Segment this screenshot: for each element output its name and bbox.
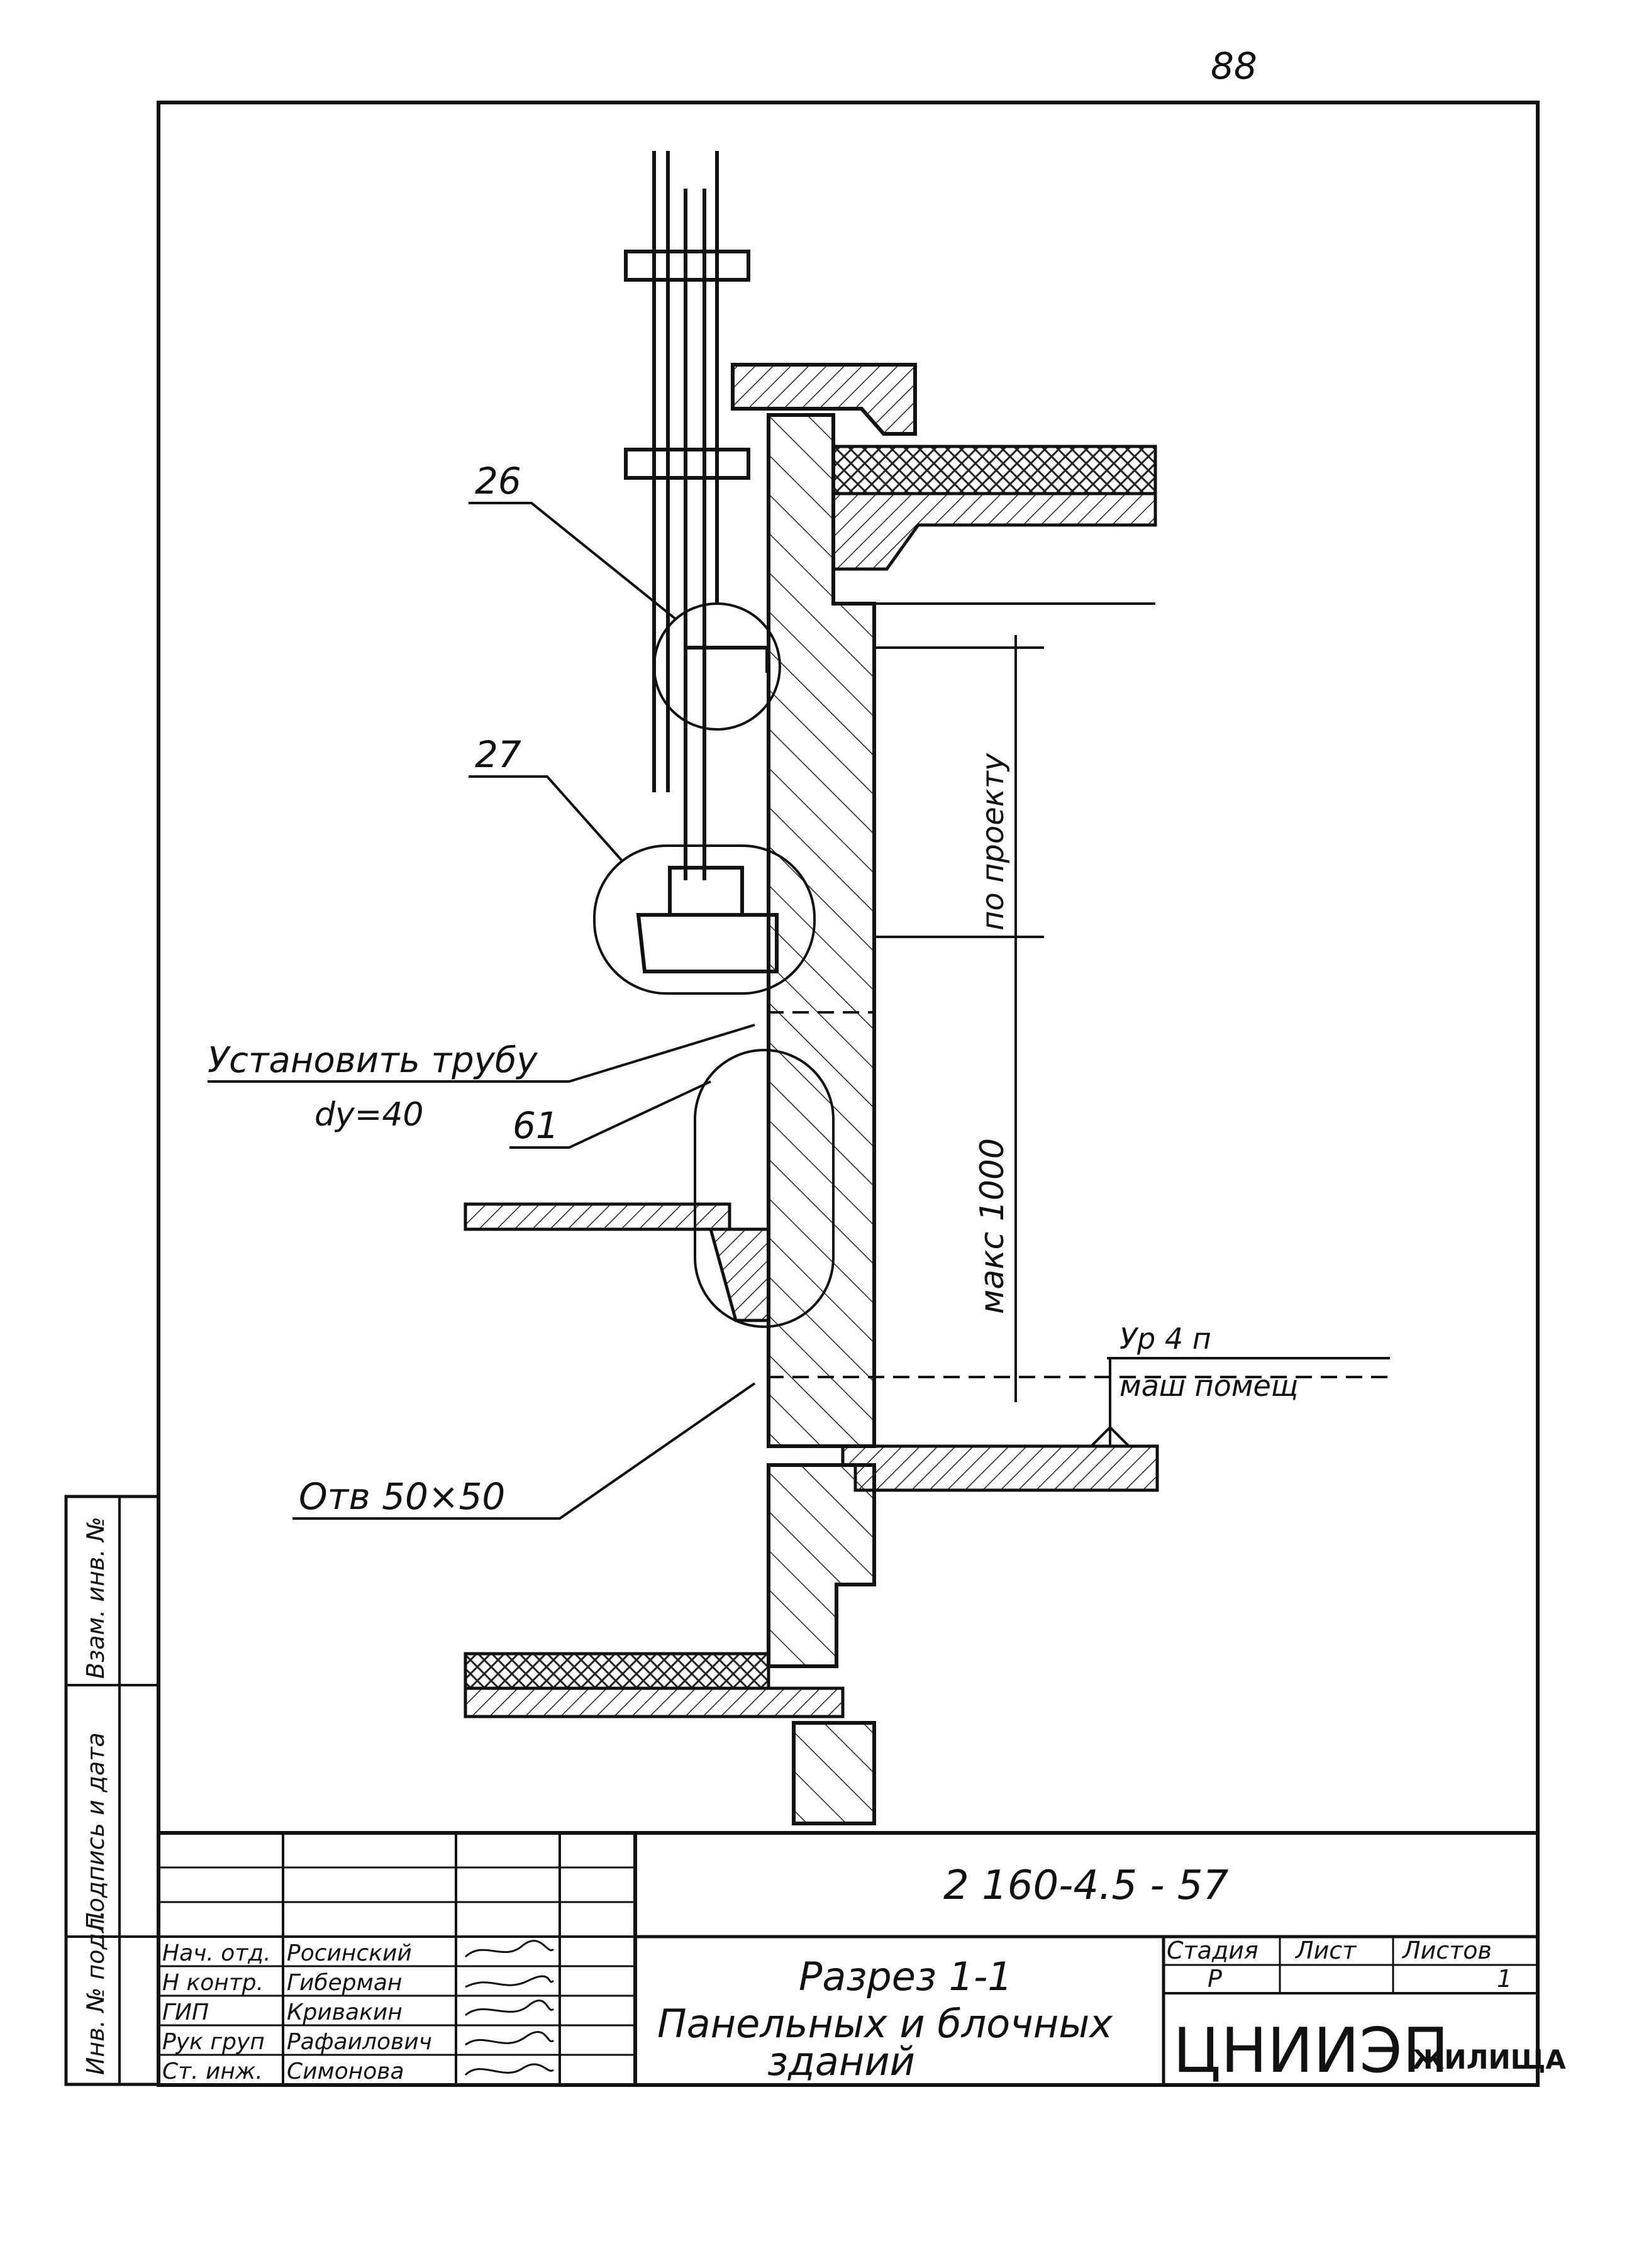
pipe-bracket: [636, 913, 779, 973]
dimension-max: макс 1000: [974, 1138, 1011, 1314]
drawing-title-line2: Панельных и блочных: [657, 2001, 1113, 2047]
sheets-header: Листов: [1401, 1937, 1492, 1964]
role-4: Рук груп: [162, 2029, 265, 2055]
signatures: [464, 1940, 555, 2076]
floor-slab-right: [841, 1444, 1159, 1492]
parapet-cap: [731, 363, 917, 436]
stage-value: Р: [1208, 1965, 1222, 1993]
side-stamp-inv-podl: Инв. № подл.: [82, 1910, 109, 2075]
wall-panel-lower: [767, 1463, 876, 1668]
detail-outline-61: [694, 1049, 835, 1328]
pipe-clamp-lower: [624, 448, 750, 480]
sheets-value: 1: [1497, 1965, 1512, 1993]
floor-bracket: [708, 1227, 770, 1322]
org-main: ЦНИИЭП: [1173, 2015, 1449, 2087]
callout-hole: Отв 50×50: [299, 1475, 505, 1518]
name-3: Кривакин: [287, 2000, 403, 2025]
title-block: [158, 1831, 1538, 2084]
role-5: Ст. инж.: [162, 2059, 263, 2084]
detail-circle-26: [653, 602, 781, 731]
side-stamp-podpis-data: Подпись и дата: [82, 1732, 109, 1930]
callout-26: 26: [475, 460, 521, 502]
bottom-insulation: [464, 1652, 770, 1690]
section-geometry: [208, 151, 1390, 1825]
name-2: Гиберман: [287, 1970, 402, 1996]
drawing-title-line3: зданий: [767, 2038, 915, 2084]
side-stamp: [64, 1495, 160, 2086]
role-3: ГИП: [162, 2000, 209, 2025]
document-code: 2 160-4.5 - 57: [943, 1862, 1229, 1909]
pipe-clamp-upper: [624, 250, 750, 282]
role-2: Н контр.: [162, 1970, 264, 1996]
roof-slab: [831, 492, 1157, 571]
callout-61: 61: [513, 1104, 559, 1147]
detail-outline-27: [593, 844, 816, 995]
page-number: 88: [1211, 45, 1257, 87]
bottom-slab: [464, 1686, 845, 1718]
org-sub: ЖИЛИЩА: [1412, 2044, 1566, 2075]
drawing-frame: [157, 101, 1540, 2087]
role-1: Нач. отд.: [162, 1940, 271, 1966]
level-mark-top: Ур 4 п: [1120, 1322, 1211, 1356]
callout-install-pipe-diameter: dy=40: [314, 1096, 424, 1134]
drawing-title-line1: Разрез 1-1: [799, 1954, 1013, 2000]
floor-slab-left: [464, 1202, 731, 1231]
sheet-header: Лист: [1294, 1937, 1357, 1964]
name-5: Симонова: [287, 2059, 404, 2084]
dimension-by-project: по проекту: [975, 753, 1011, 931]
name-4: Рафаилович: [287, 2029, 432, 2055]
stage-header: Стадия: [1167, 1937, 1258, 1964]
name-1: Росинский: [287, 1940, 412, 1966]
roof-insulation: [831, 445, 1157, 495]
callout-27: 27: [475, 733, 521, 776]
callout-install-pipe: Установить трубу: [208, 1040, 538, 1081]
wall-panel-bottom: [792, 1721, 876, 1825]
side-stamp-vzam-inv: Взам. инв. №: [82, 1517, 109, 1679]
level-mark-bottom: маш помещ: [1120, 1369, 1298, 1403]
